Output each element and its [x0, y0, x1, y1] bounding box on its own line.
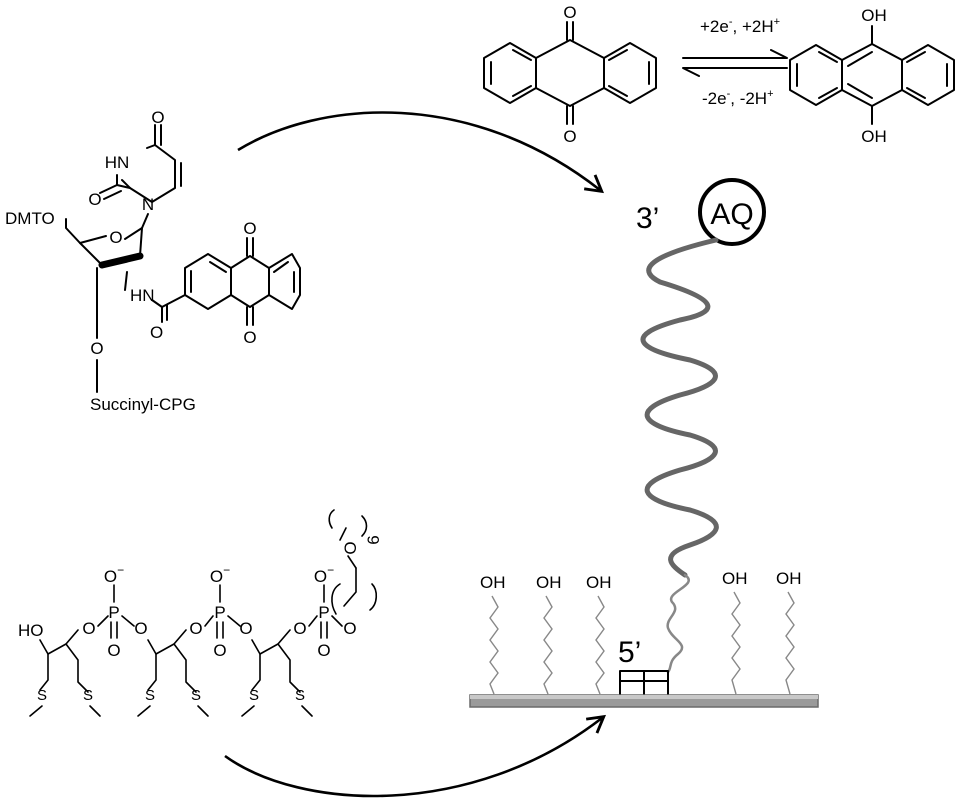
svg-text:-2e-, -2H+: -2e-, -2H+ [702, 88, 774, 108]
forward-electrons: +2e [700, 17, 729, 36]
o-ester-4: O [239, 619, 252, 638]
s-label-5: S [249, 687, 259, 704]
uracil-oxo-top: O [151, 108, 164, 127]
oh-label-2: OH [536, 573, 562, 592]
s-label-1: S [37, 687, 47, 704]
s-label-2: S [83, 687, 93, 704]
label-3prime: 3’ [636, 202, 659, 235]
dmt-protecting-group: DMTO [5, 209, 55, 228]
uracil-oxo-left: O [88, 190, 101, 209]
o-ester-3: O [189, 619, 202, 638]
s-label-4: S [191, 687, 201, 704]
o-minus-1: O− [104, 563, 124, 586]
s-label-3: S [145, 687, 155, 704]
aq-redox-tag [698, 178, 766, 246]
redox-condition-reverse: -2e-, -2H+ [702, 88, 774, 108]
arrow-top [237, 111, 605, 194]
p-atom-1: P [108, 603, 119, 622]
forward-protons-sup: + [774, 16, 780, 28]
p-atom-3: P [318, 603, 329, 622]
alkyl-chain-2 [543, 595, 553, 695]
aq-oxo-lower: O [243, 328, 256, 347]
forward-protons: , +2H [733, 17, 774, 36]
equilibrium-arrows [682, 49, 788, 77]
o-ester-5: O [293, 619, 306, 638]
ahq-hydroxy-top: OH [861, 6, 887, 25]
o-minus-2: O− [210, 563, 230, 586]
o-ester-6: O [343, 619, 356, 638]
reverse-electrons: -2e [702, 89, 727, 108]
cpg-support-label: Succinyl-CPG [90, 395, 196, 414]
trithiol-linker-structure: HO S S O P O− O O S S O P O− O O [18, 509, 383, 717]
forward-electrons-sup: - [729, 16, 733, 28]
dna-strand [640, 237, 719, 578]
o-double-1: O [107, 641, 120, 660]
aq-uridine-cpg-structure: O HN O N O DMTO HN O O O O Succinyl- [5, 108, 301, 414]
o-minus-3: O− [314, 563, 334, 586]
ahq-hydroxy-bottom: OH [861, 127, 887, 146]
o-ester-1: O [82, 619, 95, 638]
o-double-2: O [213, 641, 226, 660]
surface-probe-diagram: 3’ AQ OH OH OH OH OH 5’ [469, 178, 819, 708]
aq-tag-label: AQ [710, 198, 753, 231]
o-double-3: O [317, 641, 330, 660]
peg-oxygen: O [341, 541, 360, 554]
peg-repeat-count: 6 [364, 535, 383, 544]
alkyl-chain-1 [489, 595, 499, 695]
ribose-ring-oxygen: O [109, 228, 122, 247]
s-label-6: S [295, 687, 305, 704]
reverse-protons-sup: + [767, 88, 773, 100]
label-5prime: 5’ [618, 636, 641, 669]
oh-label-3: OH [586, 573, 612, 592]
anthrahydroquinone-structure: OH OH [789, 6, 955, 146]
p-atom-2: P [214, 603, 225, 622]
oh-label-4: OH [722, 569, 748, 588]
reverse-protons: , -2H [730, 89, 767, 108]
amide-carbonyl-oxygen: O [150, 323, 163, 342]
aq-oxo-bottom: O [563, 127, 576, 146]
amide-nh: HN [130, 286, 155, 305]
reverse-electrons-sup: - [727, 88, 731, 100]
anthraquinone-structure: O O [483, 3, 657, 146]
oh-label-1: OH [480, 573, 506, 592]
alkyl-chain-3 [595, 595, 605, 695]
linker-oxygen: O [90, 339, 103, 358]
arrow-bottom [224, 714, 607, 798]
oh-label-5: OH [776, 569, 802, 588]
redox-condition-forward: +2e-, +2H+ [700, 16, 780, 36]
uracil-hn: HN [105, 153, 130, 172]
aq-oxo-upper: O [243, 219, 256, 238]
alkyl-chain-5 [785, 591, 795, 695]
aq-oxo-top: O [563, 3, 576, 22]
svg-text:+2e-, +2H+: +2e-, +2H+ [700, 16, 780, 36]
alkyl-chain-4 [731, 591, 741, 695]
dna-strand-thin [666, 573, 690, 674]
linker-ho: HO [18, 621, 44, 640]
trithiol-anchor [619, 670, 669, 697]
uracil-n1: N [142, 195, 154, 214]
o-ester-2: O [134, 619, 147, 638]
